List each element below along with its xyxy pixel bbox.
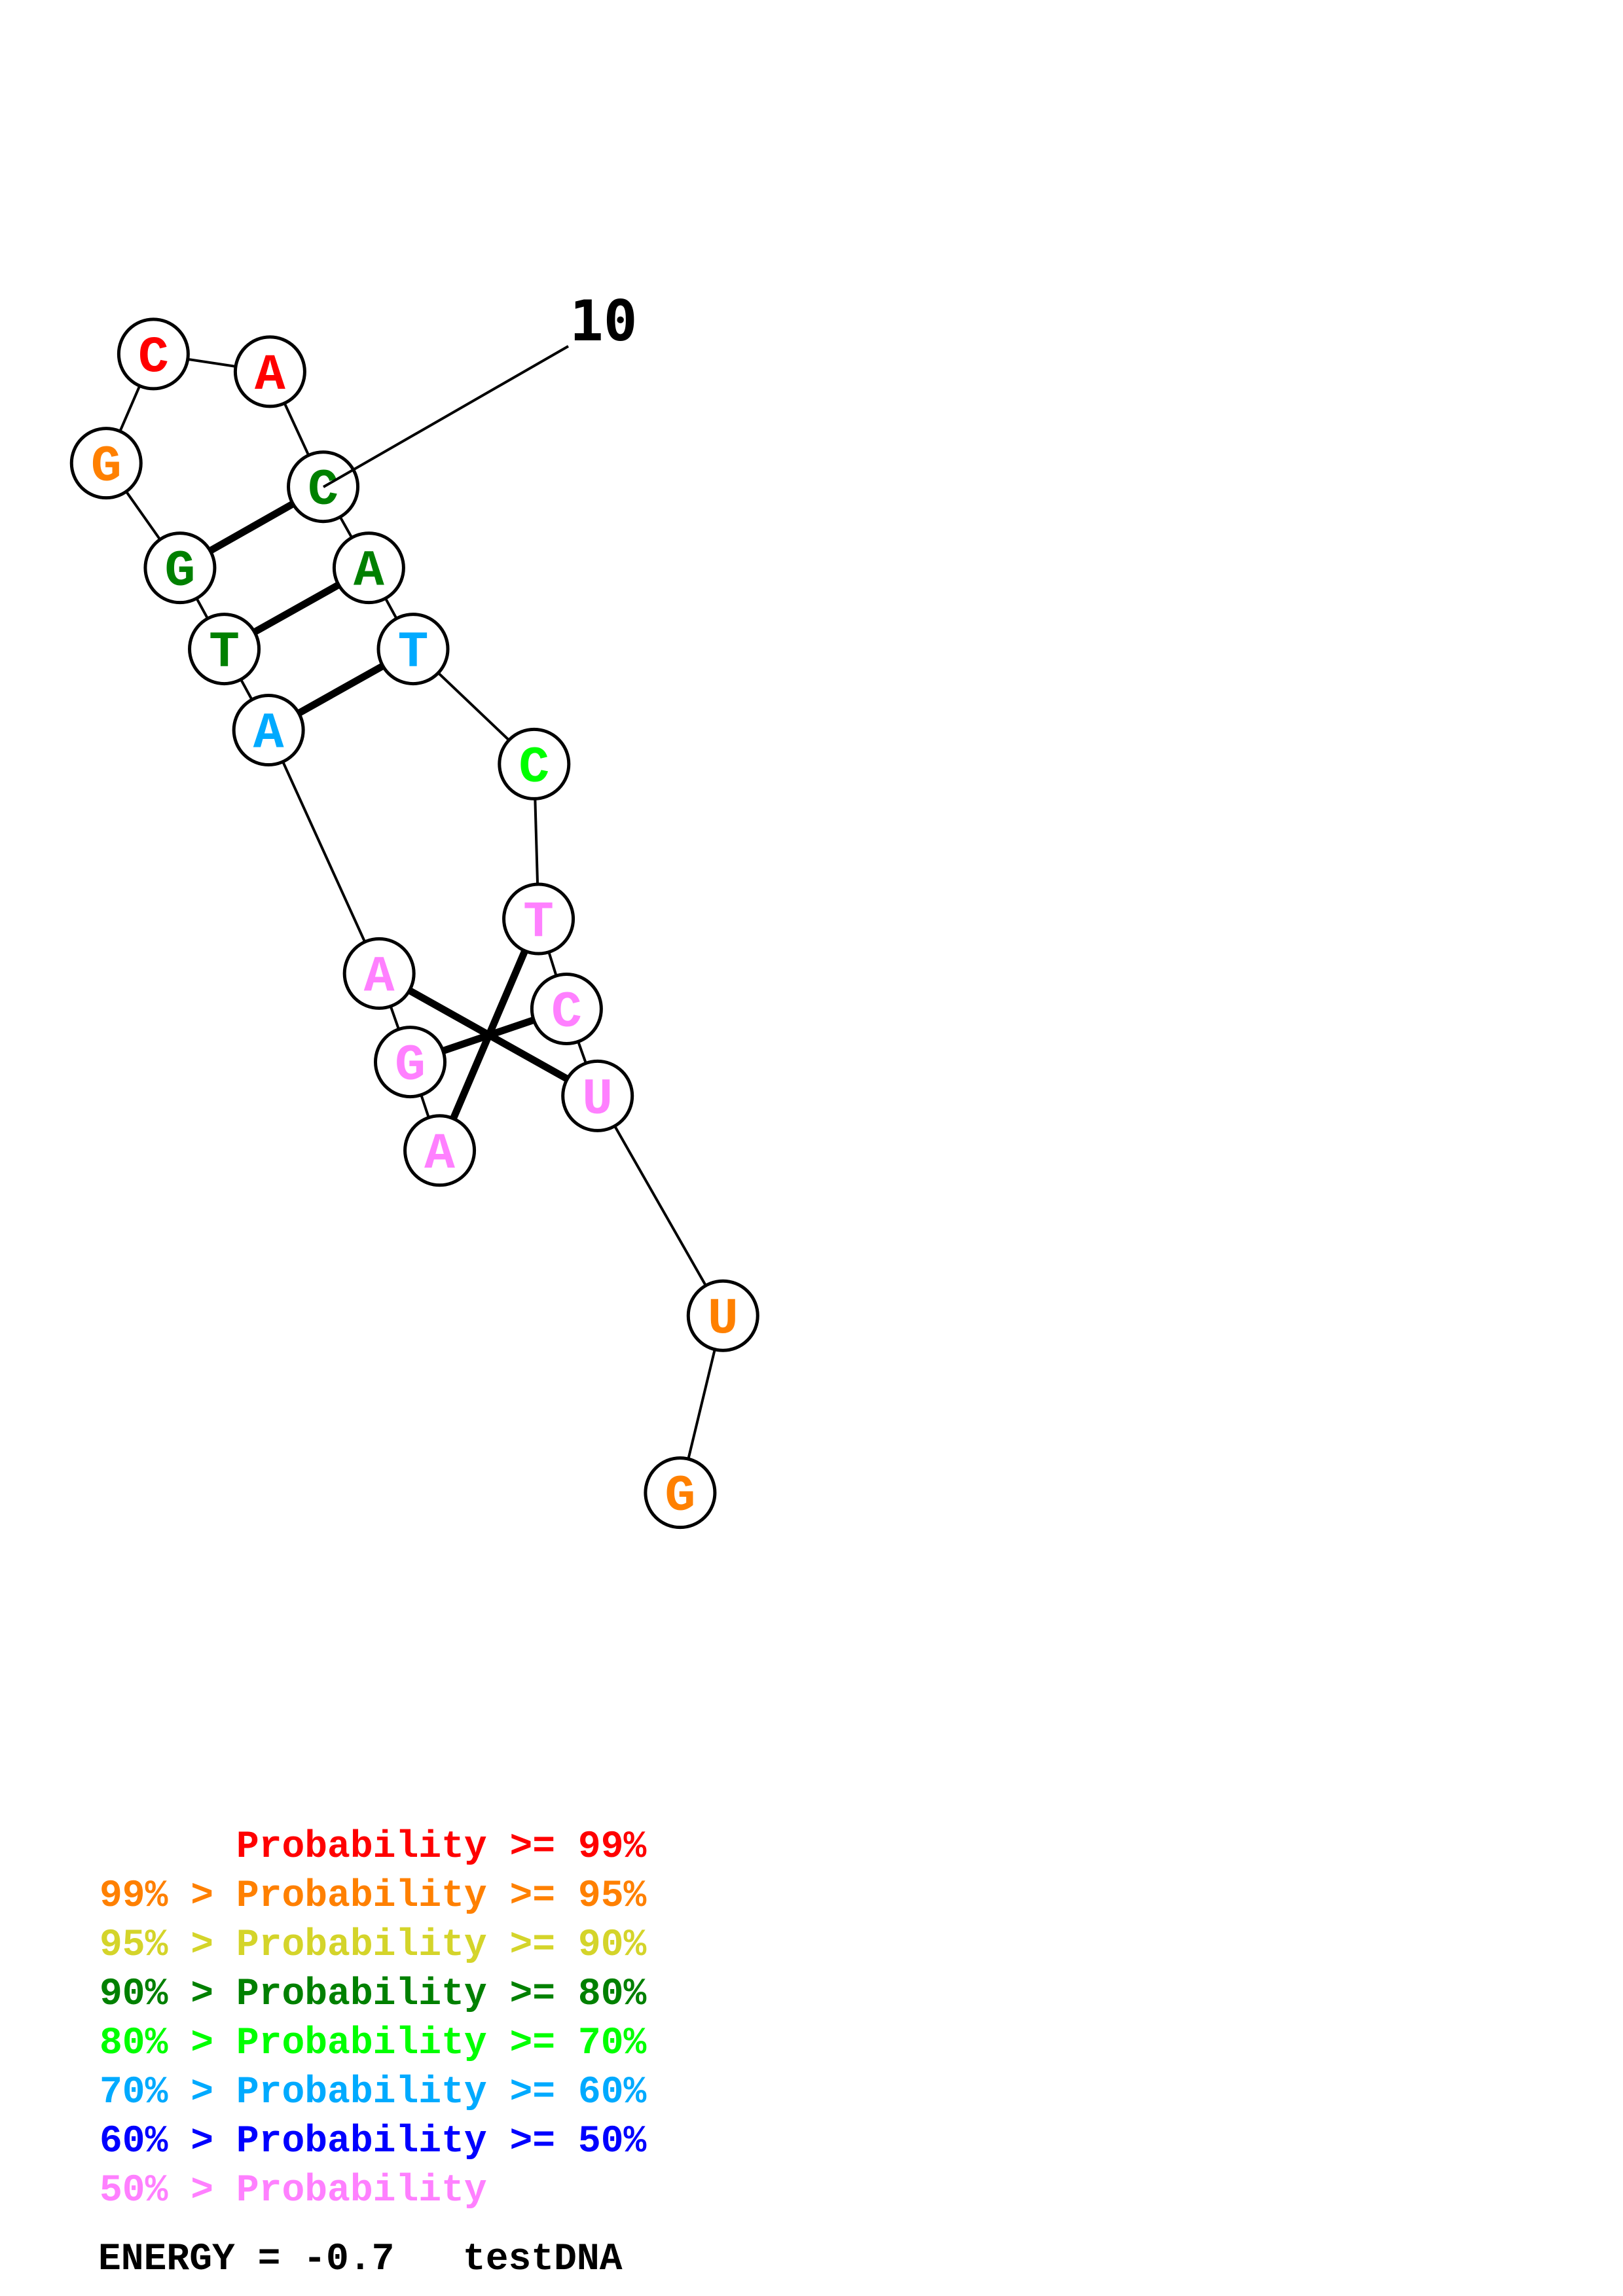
nucleotide-circle — [530, 972, 603, 1045]
nucleotide-letter: T — [209, 624, 240, 682]
legend-row: 50% > Probability — [100, 2170, 487, 2212]
nucleotide-C: C — [287, 450, 360, 524]
nucleotide-circle — [332, 531, 405, 605]
nucleotide-G: G — [143, 531, 217, 605]
nucleotide-letter: C — [308, 462, 338, 520]
nucleotide-circle — [686, 1279, 759, 1352]
nucleotide-letter: A — [255, 347, 285, 404]
position-label: 10 — [570, 289, 638, 354]
nucleotide-letter: C — [551, 984, 582, 1041]
legend-row: 70% > Probability >= 60% — [100, 2072, 647, 2114]
nucleotide-T: T — [188, 613, 261, 686]
nucleotide-G: G — [644, 1456, 717, 1530]
nucleotide-circle — [117, 317, 190, 391]
nucleotide-letter: G — [165, 543, 196, 601]
nucleotide-circle — [287, 450, 360, 524]
nucleotide-circle — [233, 335, 306, 408]
backbone-link — [267, 729, 380, 975]
backbone — [105, 352, 725, 1494]
nucleotide-circle — [342, 937, 416, 1010]
nucleotide-A: A — [342, 937, 416, 1010]
nucleotide-circle — [498, 727, 571, 800]
nucleotide-letter: G — [395, 1037, 426, 1095]
probability-legend: Probability >= 99% 99% > Probability >= 9… — [100, 1826, 646, 2219]
position-marker-line — [323, 345, 569, 488]
legend-row: 60% > Probability >= 50% — [100, 2121, 647, 2163]
nucleotide-circle — [188, 613, 261, 686]
nucleotide-letter: C — [519, 739, 549, 797]
nucleotide-G: G — [69, 427, 143, 500]
nucleotide-C: C — [117, 317, 190, 391]
nucleotide-C: C — [530, 972, 603, 1045]
nucleotide-circle — [502, 882, 575, 956]
base-pair-bond — [377, 970, 600, 1100]
nucleotide-circle — [69, 427, 143, 500]
nucleotide-letter: G — [91, 439, 122, 496]
nucleotide-U: U — [561, 1059, 634, 1132]
nucleotide-G: G — [374, 1026, 447, 1099]
nucleotide-letter: T — [398, 624, 429, 682]
nucleotide-letter: G — [665, 1468, 696, 1526]
nucleotide-circle — [374, 1026, 447, 1099]
nucleotide-letter: C — [138, 329, 169, 387]
nucleotide-T: T — [376, 613, 450, 686]
nucleotide-circle — [644, 1456, 717, 1530]
nucleotide-C: C — [498, 727, 571, 800]
nucleotide-letter: U — [582, 1071, 613, 1128]
nucleotide-letter: A — [253, 706, 284, 763]
legend-row: Probability >= 99% — [100, 1826, 647, 1869]
nucleotide-circle — [403, 1114, 477, 1187]
nucleotide-letter: A — [354, 543, 384, 601]
nucleotide-A: A — [233, 335, 306, 408]
nucleotide-letter: T — [523, 894, 554, 952]
nucleotide-letter: U — [708, 1291, 739, 1348]
legend-row: 90% > Probability >= 80% — [100, 1973, 647, 2016]
nucleotide-A: A — [403, 1114, 477, 1187]
nucleotide-U: U — [686, 1279, 759, 1352]
legend-row: 95% > Probability >= 90% — [100, 1924, 647, 1967]
nucleotide-circle — [376, 613, 450, 686]
nucleotide-circle — [143, 531, 217, 605]
nucleotide-letter: A — [424, 1126, 455, 1183]
nucleotide-A: A — [332, 531, 405, 605]
backbone-link — [596, 1095, 725, 1317]
legend-row: 80% > Probability >= 70% — [100, 2022, 647, 2065]
nucleotide-circle — [561, 1059, 634, 1132]
nucleotide-letter: A — [364, 948, 395, 1006]
nucleotide-circle — [232, 694, 305, 767]
nucleotide-A: A — [232, 694, 305, 767]
energy-label: ENERGY = -0.7 testDNA — [98, 2238, 623, 2281]
legend-row: 99% > Probability >= 95% — [100, 1875, 647, 1918]
nucleotide-T: T — [502, 882, 575, 956]
